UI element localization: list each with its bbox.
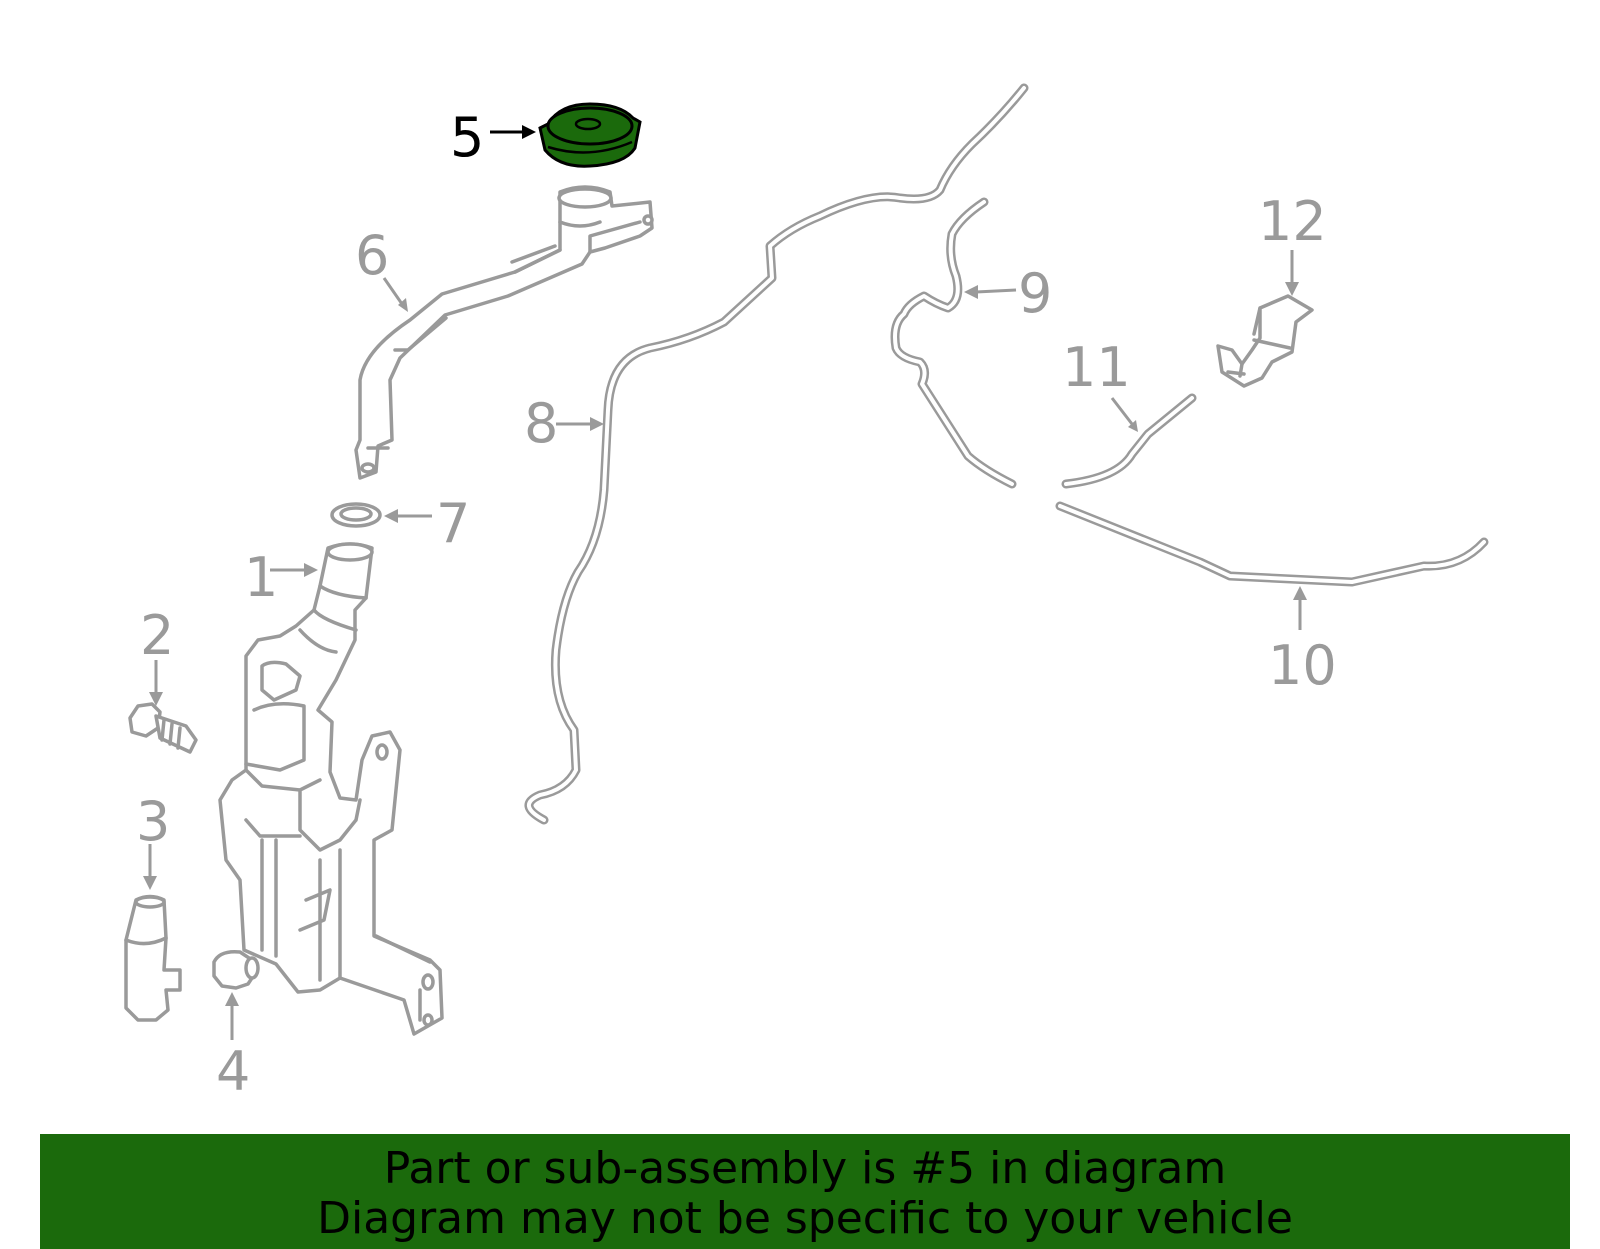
callout-8: 8 bbox=[524, 392, 558, 455]
callout-11: 11 bbox=[1062, 336, 1131, 399]
part-12-clip[interactable] bbox=[1216, 294, 1314, 388]
callout-2: 2 bbox=[140, 604, 174, 667]
callout-4: 4 bbox=[216, 1040, 250, 1103]
callout-6: 6 bbox=[355, 224, 389, 287]
part-1-reservoir[interactable] bbox=[218, 542, 444, 1036]
banner-line-1: Part or sub-assembly is #5 in diagram bbox=[383, 1143, 1227, 1194]
part-11-hose[interactable] bbox=[1061, 393, 1197, 489]
part-9-hose[interactable] bbox=[890, 197, 1017, 489]
callout-10: 10 bbox=[1268, 634, 1337, 697]
callout-12: 12 bbox=[1258, 190, 1327, 253]
callout-5: 5 bbox=[450, 106, 484, 169]
part-5-cap[interactable] bbox=[538, 102, 642, 168]
callout-3: 3 bbox=[136, 790, 170, 853]
part-3-pump[interactable] bbox=[124, 894, 182, 1022]
part-2-bolt[interactable] bbox=[128, 702, 198, 754]
callout-7: 7 bbox=[436, 492, 470, 555]
info-banner: Part or sub-assembly is #5 in diagram Di… bbox=[40, 1134, 1570, 1249]
callout-arrows bbox=[143, 125, 1307, 1040]
part-7-o-ring[interactable] bbox=[330, 502, 382, 528]
part-8-hose[interactable] bbox=[524, 83, 1029, 825]
part-6-filler-neck[interactable] bbox=[354, 185, 654, 480]
banner-line-2: Diagram may not be specific to your vehi… bbox=[317, 1193, 1293, 1244]
callout-1: 1 bbox=[244, 546, 278, 609]
part-10-hose[interactable] bbox=[1055, 501, 1489, 587]
callout-9: 9 bbox=[1018, 262, 1052, 325]
part-4-grommet[interactable] bbox=[212, 949, 260, 990]
